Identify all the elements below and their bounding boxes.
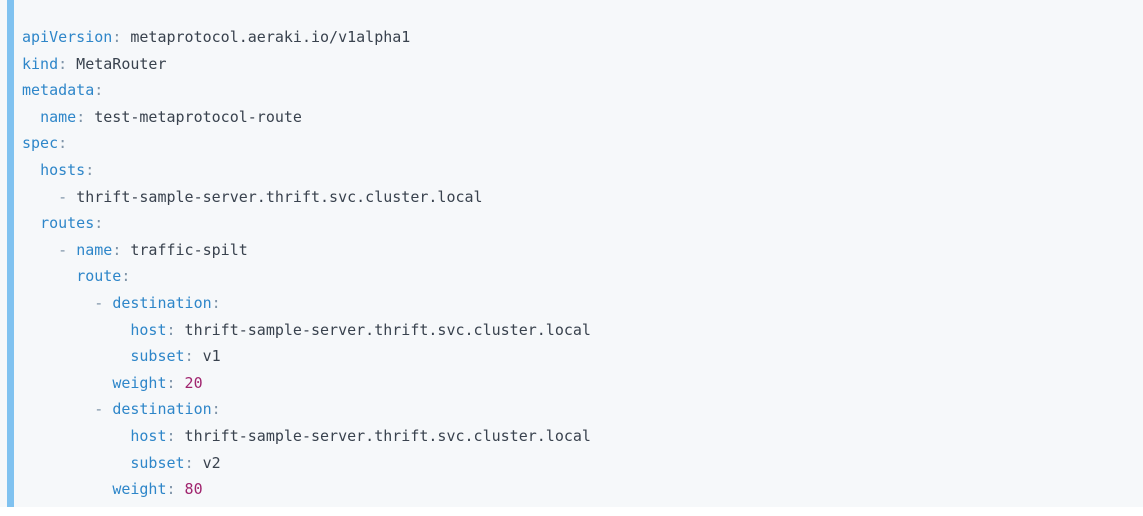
yaml-key: destination	[112, 293, 212, 312]
code-line: kind: MetaRouter	[22, 51, 1143, 78]
yaml-colon: :	[121, 267, 131, 286]
yaml-list-dash: -	[94, 400, 113, 419]
yaml-list-dash: -	[58, 187, 77, 206]
code-line: apiVersion: metaprotocol.aeraki.io/v1alp…	[22, 24, 1143, 51]
code-line: weight: 20	[22, 370, 1143, 397]
yaml-key: routes	[40, 214, 95, 233]
yaml-value: thrift-sample-server.thrift.svc.cluster.…	[175, 320, 591, 339]
yaml-colon: :	[211, 293, 221, 312]
code-line: name: test-metaprotocol-route	[22, 104, 1143, 131]
yaml-colon: :	[211, 400, 221, 419]
code-indent	[22, 214, 40, 232]
yaml-list-dash: -	[94, 293, 113, 312]
code-line: - destination:	[22, 290, 1143, 317]
code-indent	[22, 374, 112, 392]
code-indent	[22, 347, 130, 365]
code-line: subset: v2	[22, 450, 1143, 477]
yaml-colon: :	[58, 54, 68, 73]
code-line: route:	[22, 263, 1143, 290]
yaml-value: 80	[175, 480, 203, 499]
yaml-value: metaprotocol.aeraki.io/v1alpha1	[121, 28, 411, 46]
code-line: hosts:	[22, 157, 1143, 184]
yaml-colon: :	[85, 160, 95, 179]
code-indent	[22, 400, 94, 418]
yaml-key: host	[130, 320, 167, 339]
code-indent	[22, 454, 130, 472]
yaml-colon: :	[166, 373, 176, 392]
code-indent	[22, 161, 40, 179]
code-line: metadata:	[22, 77, 1143, 104]
yaml-key: apiVersion	[22, 28, 113, 46]
yaml-key: destination	[112, 400, 212, 419]
yaml-value: traffic-spilt	[121, 240, 248, 259]
code-line: host: thrift-sample-server.thrift.svc.cl…	[22, 423, 1143, 450]
yaml-key: host	[130, 426, 167, 445]
yaml-colon: :	[94, 214, 104, 233]
code-line: - thrift-sample-server.thrift.svc.cluste…	[22, 184, 1143, 211]
yaml-value: test-metaprotocol-route	[85, 107, 302, 126]
yaml-key: name	[76, 240, 113, 259]
code-block-accent-bar	[7, 0, 14, 507]
yaml-colon: :	[166, 320, 176, 339]
yaml-value: thrift-sample-server.thrift.svc.cluster.…	[175, 426, 591, 445]
yaml-key: spec	[22, 134, 59, 153]
code-content[interactable]: apiVersion: metaprotocol.aeraki.io/v1alp…	[22, 24, 1143, 503]
yaml-key: subset	[130, 347, 185, 366]
yaml-colon: :	[112, 240, 122, 259]
code-line: - name: traffic-spilt	[22, 237, 1143, 264]
code-indent	[22, 108, 40, 126]
code-indent	[22, 480, 112, 498]
code-indent	[22, 241, 58, 259]
code-indent	[22, 188, 58, 206]
yaml-value: MetaRouter	[67, 54, 167, 73]
yaml-key: weight	[112, 480, 167, 499]
code-indent	[22, 294, 94, 312]
yaml-value: 20	[175, 373, 203, 392]
code-indent	[22, 427, 130, 445]
yaml-key: kind	[22, 54, 59, 73]
code-line: spec:	[22, 130, 1143, 157]
yaml-value: v2	[193, 453, 221, 472]
yaml-key: route	[76, 267, 122, 286]
code-line: host: thrift-sample-server.thrift.svc.cl…	[22, 317, 1143, 344]
yaml-list-dash: -	[58, 240, 77, 259]
yaml-value: thrift-sample-server.thrift.svc.cluster.…	[76, 187, 483, 206]
yaml-value: v1	[193, 347, 221, 366]
yaml-colon: :	[184, 453, 194, 472]
code-line: routes:	[22, 210, 1143, 237]
yaml-key: weight	[112, 373, 167, 392]
yaml-colon: :	[166, 480, 176, 499]
yaml-colon: :	[94, 81, 104, 100]
yaml-colon: :	[112, 28, 122, 46]
code-indent	[22, 267, 76, 285]
yaml-colon: :	[184, 347, 194, 366]
yaml-colon: :	[166, 426, 176, 445]
code-indent	[22, 321, 130, 339]
yaml-key: metadata	[22, 81, 95, 100]
yaml-colon: :	[58, 134, 68, 153]
yaml-key: subset	[130, 453, 185, 472]
yaml-key: hosts	[40, 160, 86, 179]
code-line: weight: 80	[22, 476, 1143, 503]
yaml-key: name	[40, 107, 77, 126]
yaml-colon: :	[76, 107, 86, 126]
code-line: subset: v1	[22, 343, 1143, 370]
code-line: - destination:	[22, 396, 1143, 423]
